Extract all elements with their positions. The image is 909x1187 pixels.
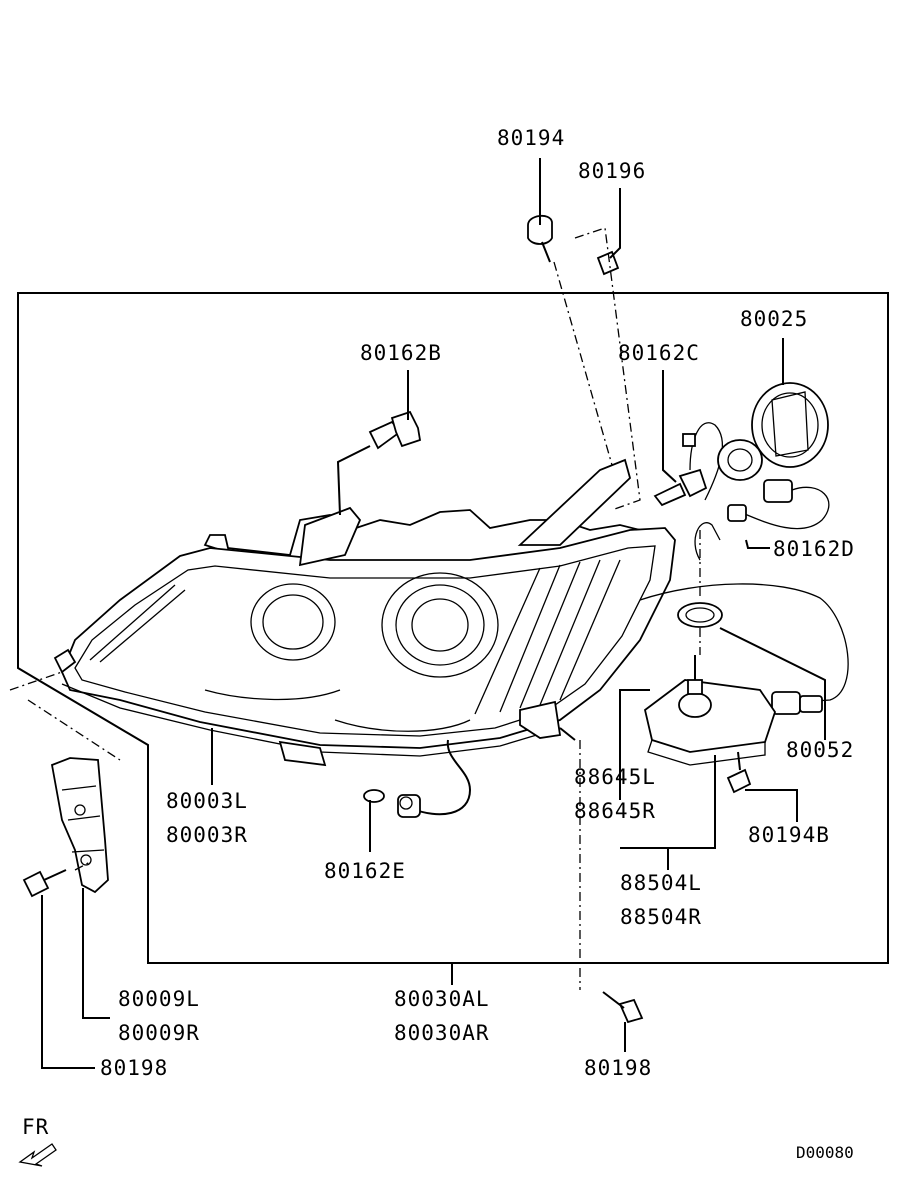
alignment-lines bbox=[9, 227, 701, 990]
screw-80194 bbox=[527, 215, 553, 263]
harness-80052 bbox=[639, 583, 849, 703]
fr-label: FR bbox=[22, 1115, 49, 1139]
label-80003L: 80003L bbox=[166, 789, 248, 813]
headlamp-housing bbox=[53, 458, 676, 767]
gasket-80052 bbox=[677, 602, 723, 628]
socket-80162E bbox=[363, 789, 421, 818]
label-88645R: 88645R bbox=[574, 799, 656, 823]
label-80162B: 80162B bbox=[360, 341, 442, 365]
label-88504L: 88504L bbox=[620, 871, 702, 895]
bulb-80162B bbox=[368, 410, 422, 450]
bracket-80009 bbox=[50, 757, 109, 894]
leader-lines bbox=[41, 158, 826, 1069]
label-88645L: 88645L bbox=[574, 765, 656, 789]
screw-80198-left bbox=[22, 869, 67, 898]
diagram-code: D00080 bbox=[796, 1143, 854, 1162]
connector-80052 bbox=[771, 691, 823, 715]
cap-adapter bbox=[717, 439, 763, 481]
label-80198-left: 80198 bbox=[100, 1056, 168, 1080]
label-80162C: 80162C bbox=[618, 341, 700, 365]
connector-80162D bbox=[694, 479, 830, 561]
label-80194: 80194 bbox=[497, 126, 565, 150]
assembly-frame bbox=[17, 292, 889, 964]
label-80198-right: 80198 bbox=[584, 1056, 652, 1080]
label-80009R: 80009R bbox=[118, 1021, 200, 1045]
label-80052: 80052 bbox=[786, 738, 854, 762]
screw-80194B bbox=[726, 751, 752, 794]
label-88504R: 88504R bbox=[620, 905, 702, 929]
screw-80198-right bbox=[602, 991, 644, 1024]
clip-80196 bbox=[596, 250, 620, 276]
label-80003R: 80003R bbox=[166, 823, 248, 847]
label-80196: 80196 bbox=[578, 159, 646, 183]
ballast-88504 bbox=[643, 655, 776, 766]
socket-cable-lower bbox=[409, 739, 472, 816]
bulb-80162C bbox=[653, 422, 723, 507]
label-80194B: 80194B bbox=[748, 823, 830, 847]
label-80009L: 80009L bbox=[118, 987, 200, 1011]
cap-80025 bbox=[751, 382, 829, 468]
label-80025: 80025 bbox=[740, 307, 808, 331]
label-80162E: 80162E bbox=[324, 859, 406, 883]
label-80030AL: 80030AL bbox=[394, 987, 490, 1011]
front-direction-indicator: FR bbox=[18, 1115, 57, 1167]
label-80162D: 80162D bbox=[773, 537, 855, 561]
front-arrow-icon bbox=[18, 1143, 57, 1167]
label-80030AR: 80030AR bbox=[394, 1021, 490, 1045]
